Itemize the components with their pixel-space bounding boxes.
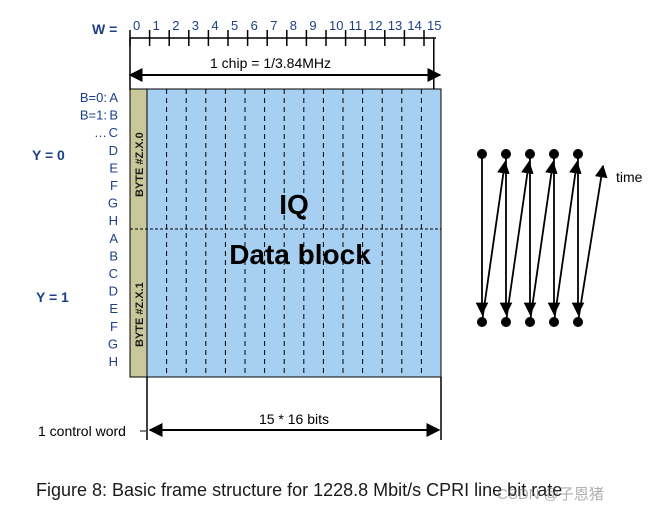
- w-tick-label: 13: [388, 18, 402, 33]
- time-label: time: [616, 169, 643, 185]
- w-tick-label: 8: [290, 18, 297, 33]
- iq-title: IQ: [279, 189, 309, 220]
- byte-row-letter: E: [109, 160, 118, 175]
- byte-row-letter: D: [109, 143, 118, 158]
- byte-row-letter: F: [110, 319, 118, 334]
- iq-data-block: [146, 88, 442, 378]
- byte-row-prefix: B=1:: [80, 108, 107, 123]
- figure-caption: Figure 8: Basic frame structure for 1228…: [36, 480, 563, 500]
- w-tick-label: 3: [192, 18, 199, 33]
- y-label-1: Y = 1: [36, 289, 69, 305]
- byte-row-letter: G: [108, 336, 118, 351]
- watermark: CSDN @子恩猪: [497, 486, 604, 503]
- byte-row-letter: E: [109, 301, 118, 316]
- w-tick-label: 12: [368, 18, 382, 33]
- bits-label: 15 * 16 bits: [259, 411, 329, 427]
- byte-row-letter: H: [109, 354, 118, 369]
- w-tick-label: 9: [309, 18, 316, 33]
- byte-row-letter: D: [109, 284, 118, 299]
- byte-row-letter: B: [109, 108, 118, 123]
- w-tick-label: 2: [172, 18, 179, 33]
- byte-row-letter: B: [109, 248, 118, 263]
- w-tick-label: 15: [427, 18, 441, 33]
- byte-row-letter: A: [109, 231, 118, 246]
- sample-dot: [573, 149, 583, 159]
- w-tick-label: 1: [153, 18, 160, 33]
- w-axis-label: W =: [92, 21, 117, 37]
- byte-row-letter: G: [108, 196, 118, 211]
- data-block-grid: [166, 89, 422, 377]
- byte-row-prefix: B=0:: [80, 90, 107, 105]
- sample-dot: [477, 149, 487, 159]
- w-tick-label: 6: [251, 18, 258, 33]
- w-tick-label: 4: [211, 18, 218, 33]
- byte-row-prefix: …: [94, 125, 107, 140]
- w-tick-label: 5: [231, 18, 238, 33]
- w-tick-label: 11: [349, 18, 363, 33]
- sample-dot: [525, 149, 535, 159]
- byte-row-letter: C: [109, 125, 118, 140]
- w-tick-label: 7: [270, 18, 277, 33]
- control-byte-label-1: BYTE #Z.X.1: [134, 282, 146, 347]
- byte-row-letter: H: [109, 213, 118, 228]
- sample-dot: [549, 149, 559, 159]
- time-order-zigzag: [475, 149, 608, 327]
- y-label-0: Y = 0: [32, 147, 65, 163]
- w-tick-label: 14: [407, 18, 421, 33]
- w-tick-label: 10: [329, 18, 343, 33]
- iq-subtitle: Data block: [229, 239, 371, 270]
- byte-row-letter: C: [109, 266, 118, 281]
- control-byte-label-0: BYTE #Z.X.0: [134, 132, 146, 197]
- sample-dot: [501, 149, 511, 159]
- byte-row-letter: F: [110, 178, 118, 193]
- control-word-label: 1 control word: [38, 423, 126, 439]
- chip-duration-label: 1 chip = 1/3.84MHz: [210, 55, 331, 71]
- byte-row-letter: A: [109, 90, 118, 105]
- w-tick-label: 0: [133, 18, 140, 33]
